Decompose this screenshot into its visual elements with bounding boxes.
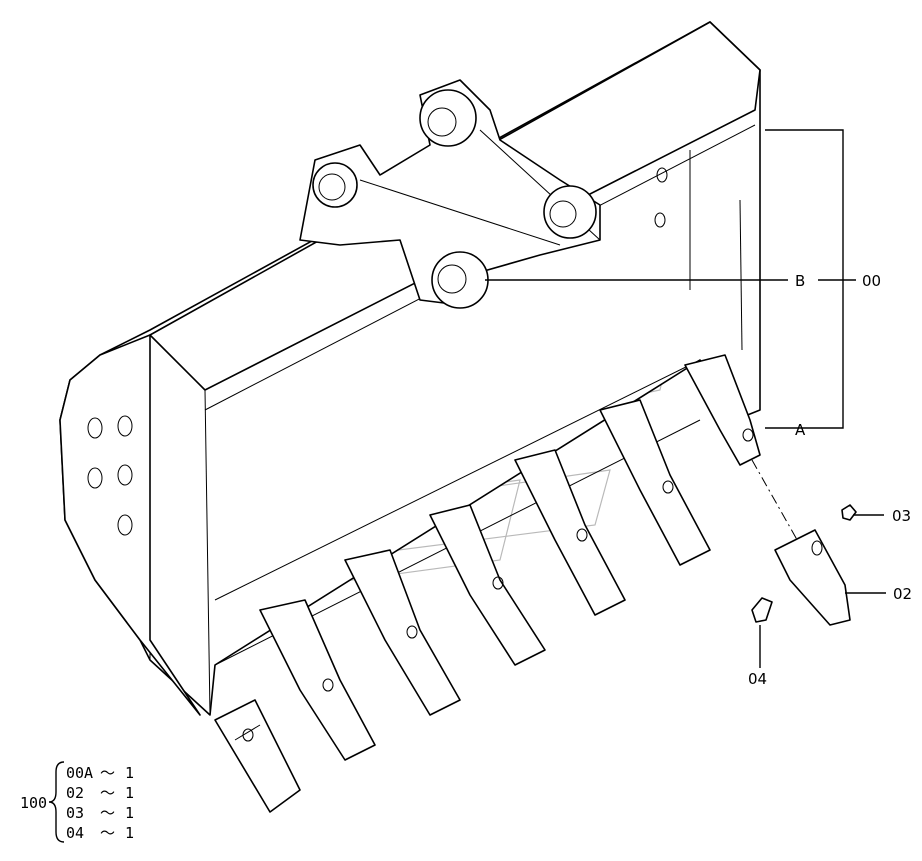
callout-02: 02 xyxy=(893,585,912,603)
legend-row-tilde: ～ xyxy=(100,784,115,802)
legend-row-part: 03 xyxy=(66,804,84,822)
callout-04: 04 xyxy=(748,670,767,688)
exploded-tooth xyxy=(751,459,857,626)
parts-legend: 100 00A ～ 1 02 ～ 1 03 ～ 1 04 ～ 1 xyxy=(20,761,134,843)
legend-row-qty: 1 xyxy=(125,784,134,802)
callout-03: 03 xyxy=(892,507,911,525)
legend-row-tilde: ～ xyxy=(100,804,115,822)
legend-row-part: 04 xyxy=(66,824,84,842)
legend-row-tilde: ～ xyxy=(100,824,115,842)
legend-row-part: 02 xyxy=(66,784,84,802)
legend-row-qty: 1 xyxy=(125,824,134,842)
legend-row-qty: 1 xyxy=(125,804,134,822)
callout-a: A xyxy=(795,421,806,439)
leader-lines xyxy=(485,129,886,668)
legend-row-part: 00A xyxy=(66,764,93,782)
mounting-bracket xyxy=(299,79,601,309)
callout-b: B xyxy=(795,272,805,290)
legend-row-qty: 1 xyxy=(125,764,134,782)
callout-00: 00 xyxy=(862,272,881,290)
bucket-teeth xyxy=(214,354,761,813)
legend-group-number: 100 xyxy=(20,794,47,812)
legend-row-tilde: ～ xyxy=(100,764,115,782)
